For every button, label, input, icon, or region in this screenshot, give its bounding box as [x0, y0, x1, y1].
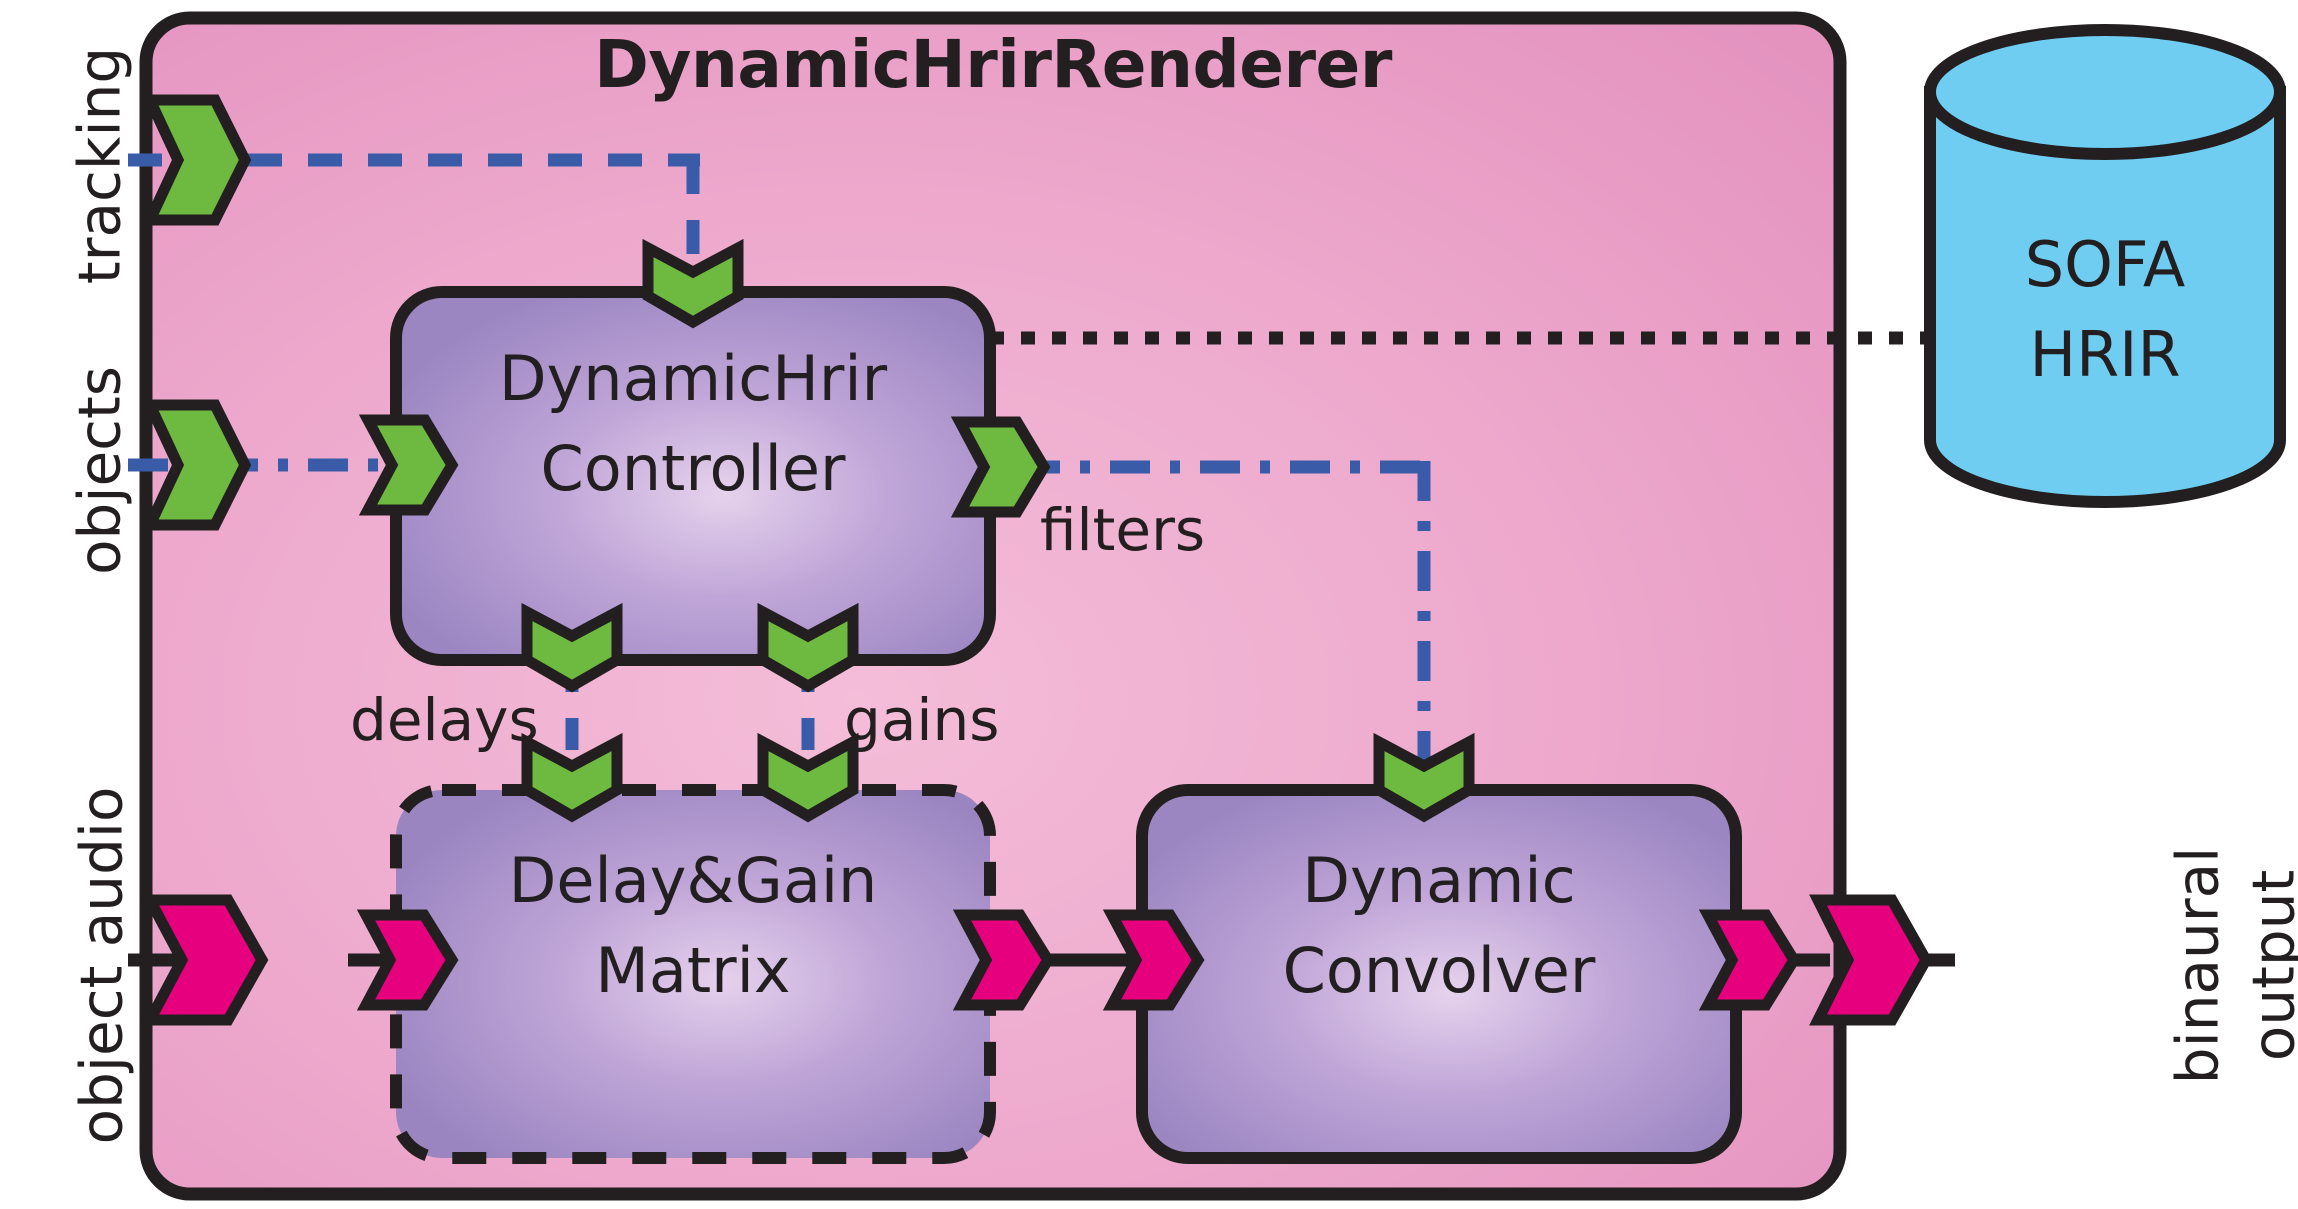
port-controller-filters-out[interactable]	[950, 416, 1051, 518]
block-label-controller-line2: Controller	[540, 432, 846, 505]
external-label-binaural-output-line2: output	[2239, 869, 2298, 1062]
port-matrix-audio-in[interactable]	[356, 909, 459, 1011]
port-controller-tracking-in[interactable]	[642, 238, 744, 329]
block-label-matrix-line1: Delay&Gain	[508, 844, 878, 917]
port-convolver-filters-in[interactable]	[1373, 732, 1475, 823]
page-title: DynamicHrirRenderer	[594, 26, 1392, 103]
block-label-convolver-line1: Dynamic	[1302, 844, 1576, 917]
port-matrix-audio-out[interactable]	[952, 909, 1055, 1011]
external-label-object-audio: object audio	[67, 786, 136, 1145]
port-convolver-audio-in[interactable]	[1102, 909, 1205, 1011]
external-label-tracking: tracking	[65, 46, 134, 285]
connection-label-gains: gains	[844, 686, 1000, 754]
port-matrix-delays-in[interactable]	[521, 732, 623, 823]
port-binaural-output-external[interactable]	[1809, 894, 1933, 1026]
sofa-hrir-database	[1924, 24, 2286, 508]
external-label-binaural-output-line1: binaural	[2163, 846, 2232, 1085]
block-label-controller-line1: DynamicHrir	[498, 342, 888, 415]
block-label-matrix-line2: Matrix	[595, 934, 791, 1007]
port-convolver-audio-out[interactable]	[1698, 909, 1801, 1011]
block-label-convolver-line2: Convolver	[1282, 934, 1596, 1007]
filters-signal-path	[1020, 460, 1431, 790]
port-controller-gains-out[interactable]	[757, 602, 859, 693]
database-label-line1: SOFA	[2024, 228, 2186, 301]
port-matrix-gains-in[interactable]	[757, 732, 859, 823]
port-controller-objects-in[interactable]	[358, 414, 459, 516]
connection-label-filters: filters	[1040, 496, 1206, 564]
database-label-line2: HRIR	[2029, 318, 2181, 391]
port-object-audio-external[interactable]	[140, 894, 269, 1026]
connection-label-delays: delays	[350, 686, 539, 754]
port-objects-external[interactable]	[141, 399, 252, 531]
port-tracking-external[interactable]	[141, 94, 252, 226]
tracking-signal-path	[128, 153, 700, 300]
external-label-objects: objects	[65, 365, 134, 575]
port-controller-delays-out[interactable]	[521, 602, 623, 693]
